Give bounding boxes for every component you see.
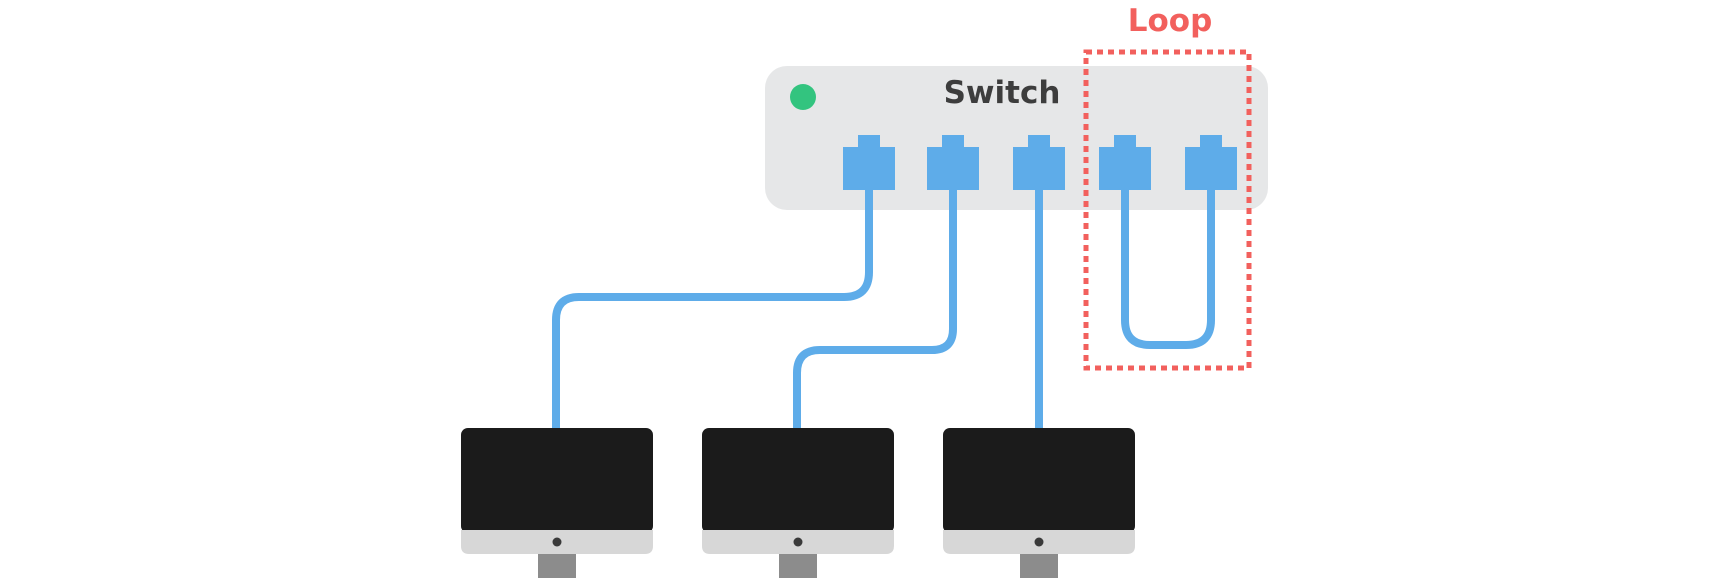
- loop-cable: [1121, 190, 1215, 349]
- computer-1-logo-icon: [552, 537, 562, 547]
- cable-port1-to-computer1: [552, 190, 873, 428]
- computer-2: [702, 428, 894, 578]
- switch-port-4: [1099, 135, 1151, 190]
- switch-port-1: [843, 135, 895, 190]
- computer-3-screen: [943, 428, 1135, 533]
- computer-3-logo-icon: [1034, 537, 1044, 547]
- computer-1-stand: [538, 554, 576, 578]
- computer-2-logo-icon: [793, 537, 803, 547]
- switch-label: Switch: [944, 75, 1061, 111]
- computer-2-screen: [702, 428, 894, 533]
- switch-status-led-icon: [790, 84, 816, 110]
- computer-3: [943, 428, 1135, 578]
- loop-label: Loop: [1128, 3, 1213, 39]
- cable-port2-to-computer2: [793, 190, 957, 428]
- switch-port-3: [1013, 135, 1065, 190]
- loop-highlight-box: [1083, 49, 1252, 371]
- switch-port-2: [927, 135, 979, 190]
- computer-3-stand: [1020, 554, 1058, 578]
- computer-1: [461, 428, 653, 578]
- loop-highlight: Loop: [1083, 3, 1252, 371]
- network-switch: Switch: [765, 66, 1268, 210]
- switch-port-5: [1185, 135, 1237, 190]
- computer-2-stand: [779, 554, 817, 578]
- computer-1-screen: [461, 428, 653, 533]
